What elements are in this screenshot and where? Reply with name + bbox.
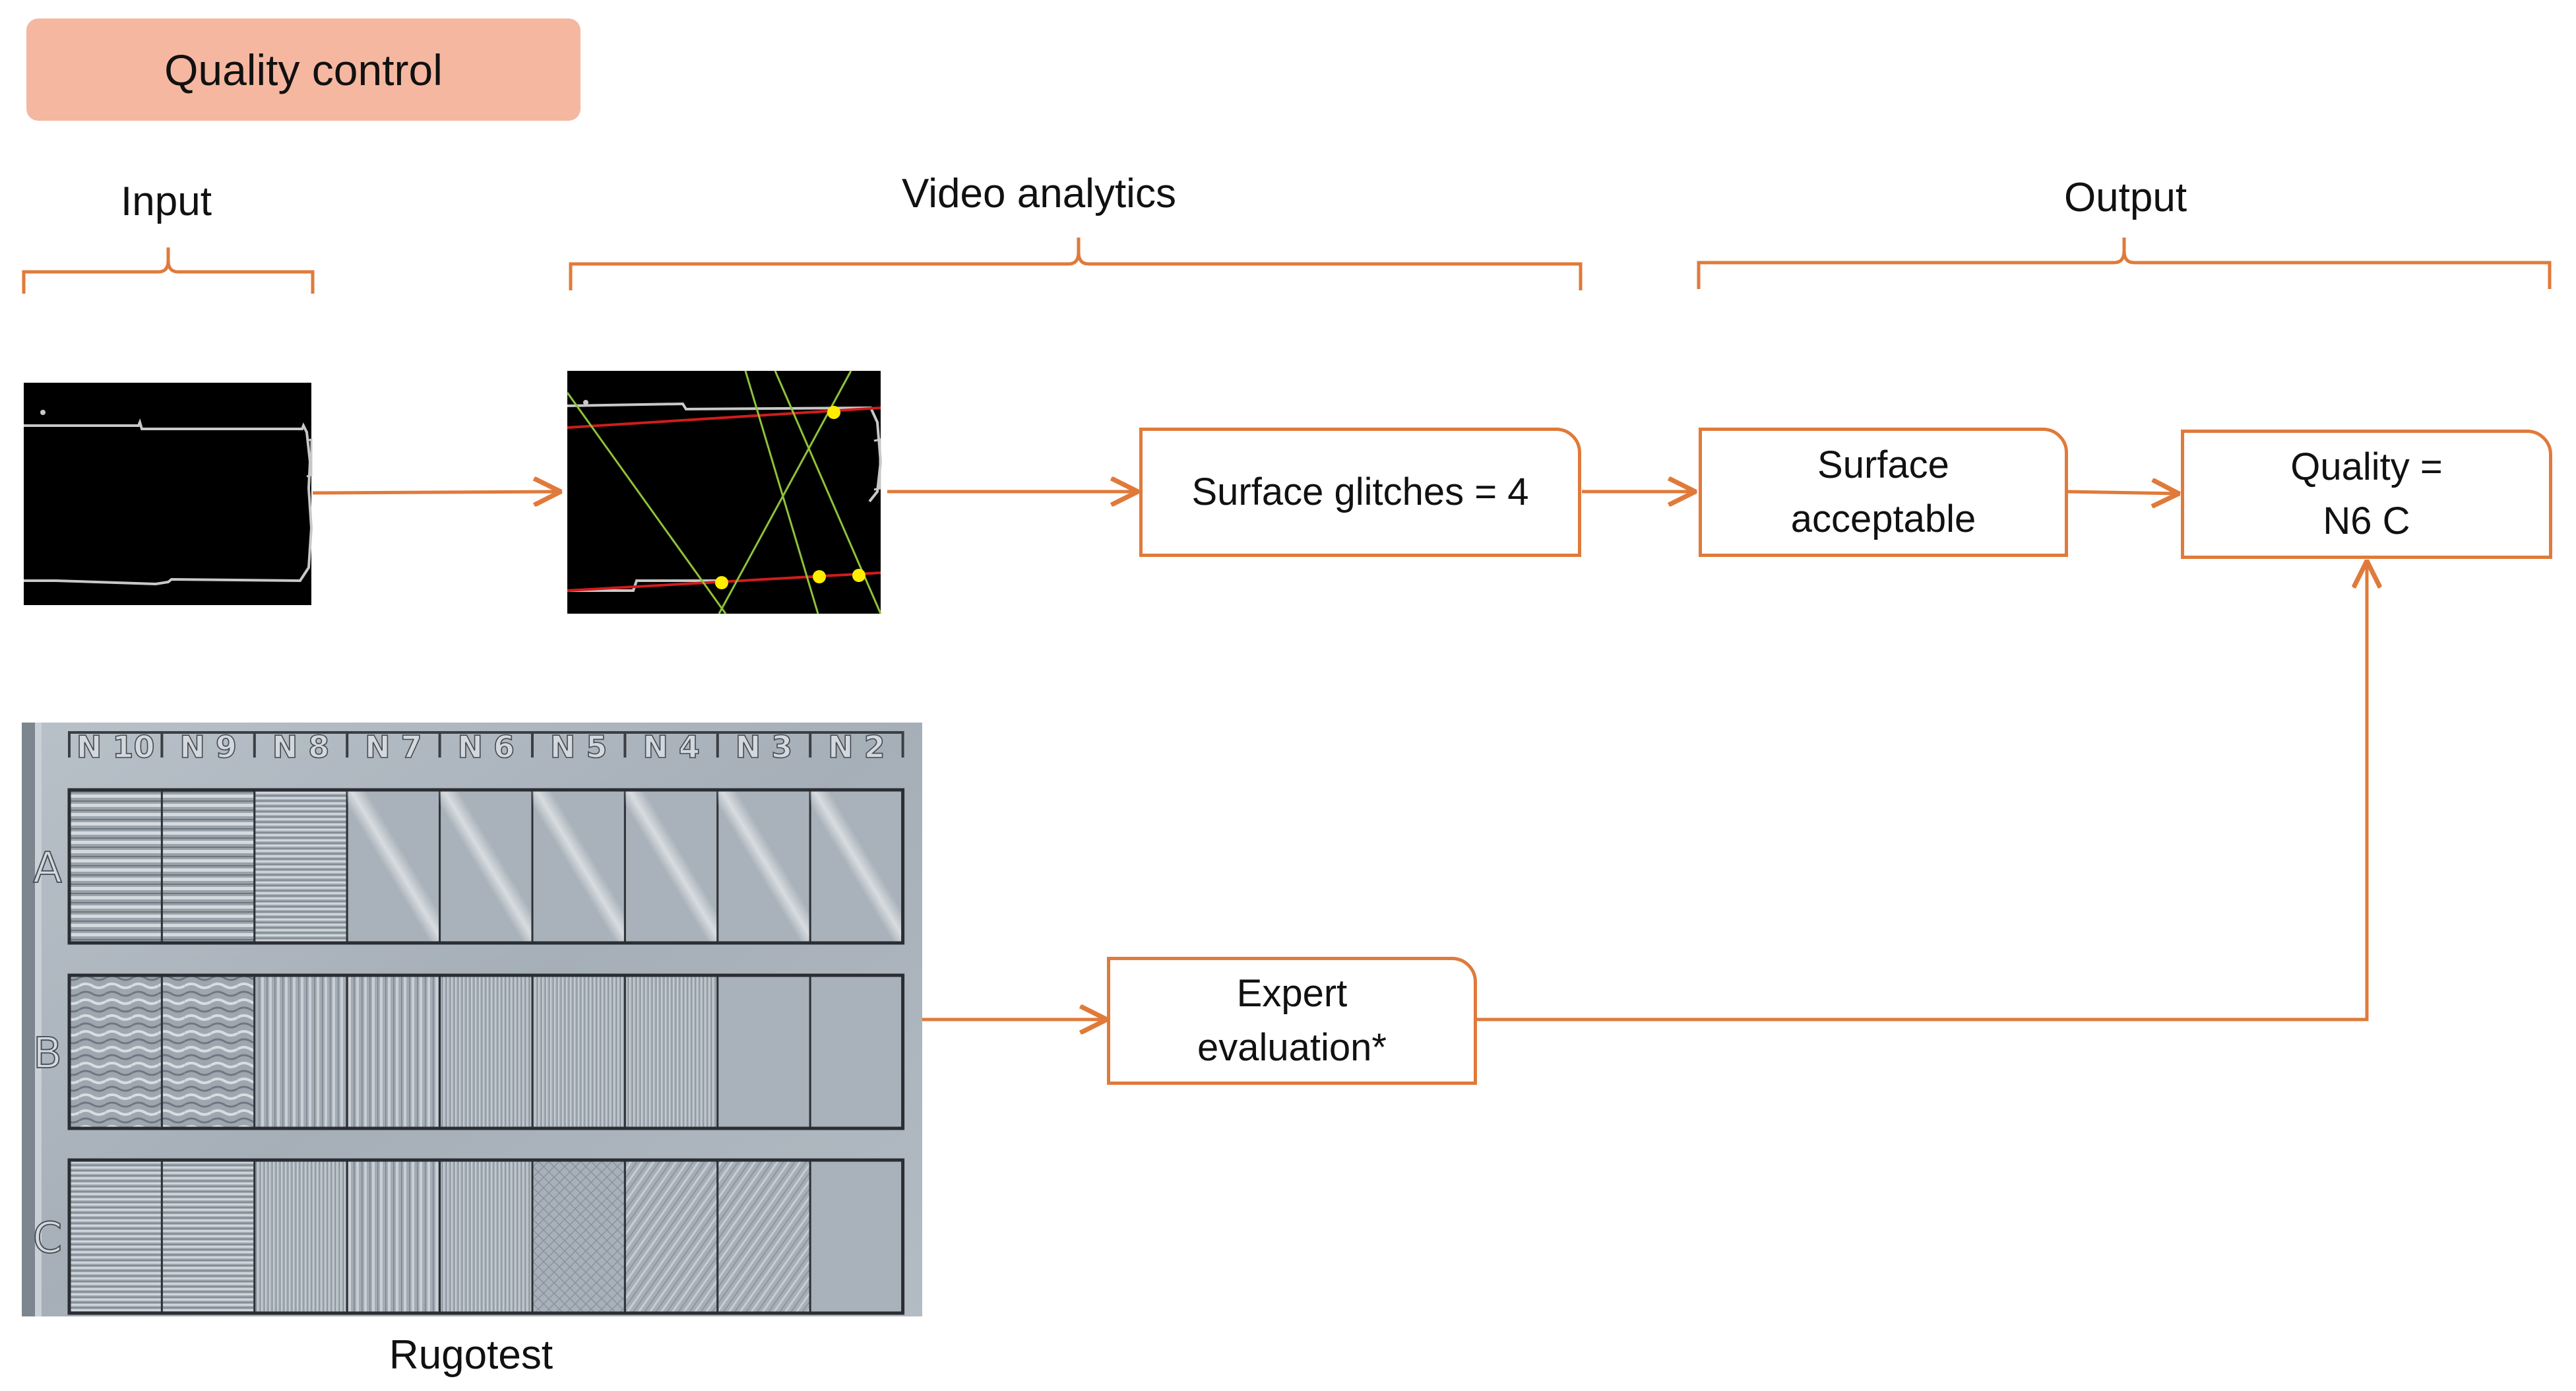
rugotest-sample-sheen <box>810 790 903 943</box>
rugotest-sample-cell <box>716 1159 811 1314</box>
rugotest-sample-cell <box>531 974 626 1130</box>
rugotest-sample-cell <box>346 974 441 1130</box>
analytics-bracket <box>569 238 1583 290</box>
rugotest-sample-cell <box>809 1159 904 1314</box>
marker-point <box>827 406 840 419</box>
rugotest-row-label: A <box>33 844 62 893</box>
rugotest-grid <box>67 788 905 1315</box>
rugotest-column-label: N 2 <box>828 729 885 765</box>
node-surface-glitches-text: Surface glitches = 4 <box>1191 470 1529 513</box>
rugotest-column-label: N 9 <box>179 729 237 765</box>
marker-point <box>852 569 865 582</box>
rugotest-sample-cell <box>346 1159 441 1314</box>
node-surface-acceptable-line2: acceptable <box>1790 498 1976 540</box>
rugotest-sample-cell <box>160 974 256 1130</box>
rugotest-sample-sheen <box>347 790 440 943</box>
analytics-image <box>566 370 883 614</box>
arrow-acceptable-to-quality <box>2065 492 2179 494</box>
rugotest-sample-cell <box>253 789 348 944</box>
rugotest-caption: Rugotest <box>389 1332 553 1378</box>
rugotest-sample-sheen <box>439 790 532 943</box>
rugotest-sample-cell <box>253 1159 348 1314</box>
stage-label-input: Input <box>121 179 212 224</box>
rugotest-sample-sheen <box>532 790 625 943</box>
rugotest-sample-cell <box>439 1159 534 1314</box>
rugotest-row-outline <box>67 1158 905 1315</box>
rugotest-sample-cell <box>160 789 256 944</box>
node-expert-line2: evaluation* <box>1197 1026 1387 1069</box>
rugotest-sample-cell <box>809 974 904 1130</box>
rugotest-sample-cell <box>716 974 811 1130</box>
arrow-input-to-analytics <box>312 492 561 493</box>
input-bracket <box>22 247 315 294</box>
rugotest-sample-cell <box>68 789 163 944</box>
node-surface-acceptable-line1: Surface <box>1817 443 1949 486</box>
rugotest-sample-sheen <box>625 790 718 943</box>
marker-point <box>813 570 826 583</box>
rugotest-column-label: N 3 <box>736 729 793 765</box>
node-quality-line1: Quality = <box>2290 445 2443 488</box>
rugotest-row-outline <box>67 973 905 1130</box>
rugotest-column-label: N 10 <box>77 729 155 765</box>
node-surface-acceptable: Surface acceptable <box>1699 428 2068 557</box>
node-expert-evaluation: Expert evaluation* <box>1107 957 1477 1085</box>
rugotest-column-label: N 5 <box>550 729 608 765</box>
rugotest-sample-cell <box>439 974 534 1130</box>
node-expert-line1: Expert <box>1236 971 1348 1015</box>
rugotest-row-label: B <box>33 1029 62 1078</box>
node-quality-line2: N6 C <box>2323 500 2410 542</box>
rugotest-column-label: N 8 <box>272 729 330 765</box>
marker-point <box>715 576 728 589</box>
diagram-title: Quality control <box>164 45 443 94</box>
input-edge-image <box>24 383 313 605</box>
rugotest-sample-cell <box>160 1159 256 1314</box>
rugotest-column-label: N 6 <box>458 729 515 765</box>
output-bracket <box>1697 238 2552 289</box>
rugotest-header: N 10 N 9 N 8 N 7 N 6 N 5 N 4 N 3 N 2 <box>68 728 904 765</box>
rugotest-sample-cell <box>68 974 163 1130</box>
rugotest-plate: N 10 N 9 N 8 N 7 N 6 N 5 N 4 N 3 N 2 A B C <box>22 723 922 1316</box>
rugotest-row-label: C <box>33 1214 63 1263</box>
rugotest-row-labels: A B C <box>32 843 63 1264</box>
rugotest-sample-cell <box>623 974 719 1130</box>
rugotest-sample-sheen <box>717 790 811 943</box>
rugotest-row-outline <box>67 788 905 945</box>
rugotest-sample-cell <box>68 1159 163 1314</box>
rugotest-column-label: N 7 <box>365 729 422 765</box>
rugotest-sample-cell <box>253 974 348 1130</box>
arrow-expert-to-quality <box>1476 561 2367 1021</box>
stage-label-analytics: Video analytics <box>902 171 1176 216</box>
stage-label-output: Output <box>2063 175 2187 220</box>
node-quality: Quality = N6 C <box>2181 430 2552 559</box>
rugotest-column-label: N 4 <box>643 729 700 765</box>
rugotest-sample-cell <box>623 1159 719 1314</box>
node-surface-glitches: Surface glitches = 4 <box>1139 428 1581 557</box>
rugotest-sample-cell <box>531 1159 626 1314</box>
title-box: Quality control <box>26 18 581 121</box>
